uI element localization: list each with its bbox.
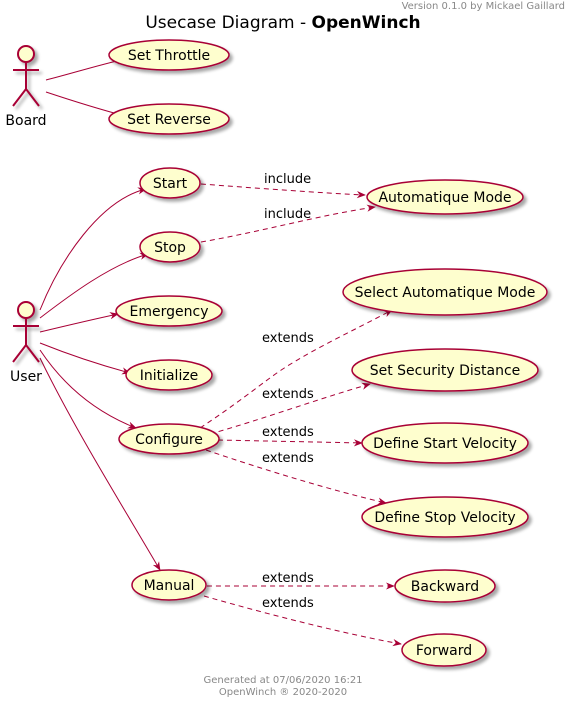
actor-user-label: User [10, 369, 42, 385]
usecase-start [139, 167, 201, 199]
footer-generated: Generated at 07/06/2020 16:21 [203, 675, 362, 686]
link-stop-automatique-mode [200, 204, 376, 243]
link-user-configure [39, 349, 137, 429]
usecase-emergency [115, 295, 223, 327]
usecase-select-automatique-mode-label: Select Automatique Mode [355, 285, 536, 301]
usecase-initialize-label: Initialize [140, 368, 199, 384]
label-include-stop: include [264, 207, 311, 222]
usecase-backward-label: Backward [411, 579, 479, 595]
title-prefix: Usecase Diagram - [145, 13, 311, 33]
usecase-manual-label: Manual [144, 578, 195, 594]
link-board-set-throttle [45, 57, 126, 81]
actor-user [12, 301, 40, 363]
link-user-stop [39, 252, 149, 319]
usecase-set-reverse-label: Set Reverse [127, 112, 211, 128]
footer-copyright: OpenWinch ® 2020-2020 [219, 687, 347, 698]
link-user-start [39, 187, 147, 311]
usecase-emergency-label: Emergency [130, 304, 209, 320]
usecase-set-throttle [108, 39, 230, 71]
diagram-title: Usecase Diagram - OpenWinch [145, 13, 420, 33]
usecase-backward [394, 569, 496, 603]
usecase-define-stop-velocity-label: Define Stop Velocity [374, 510, 515, 526]
usecase-stop [139, 231, 201, 263]
link-user-emergency [39, 312, 119, 333]
usecase-configure [118, 423, 220, 455]
label-include-start: include [264, 172, 311, 187]
usecase-automatique-mode [366, 179, 524, 215]
usecase-define-stop-velocity [361, 496, 529, 538]
usecase-select-automatique-mode [342, 268, 548, 316]
version-label: Version 0.1.0 by Mickael Gaillard [402, 1, 565, 12]
usecase-manual [131, 569, 207, 601]
usecase-define-start-velocity [361, 422, 529, 464]
usecase-configure-label: Configure [135, 432, 203, 448]
link-manual-forward [203, 595, 402, 647]
title-name: OpenWinch [312, 13, 421, 33]
label-extends-forward: extends [262, 596, 314, 611]
link-configure-define-stop-velocity [205, 449, 387, 505]
usecase-set-security-distance-label: Set Security Distance [370, 363, 521, 379]
usecase-forward [401, 633, 487, 667]
usecase-stop-label: Stop [154, 240, 186, 256]
link-configure-select-automatique-mode [199, 309, 393, 429]
label-extends-security: extends [262, 387, 314, 402]
usecase-set-throttle-label: Set Throttle [128, 48, 210, 64]
usecase-set-security-distance [351, 348, 539, 392]
label-extends-backward: extends [262, 571, 314, 586]
label-extends-start-velocity: extends [262, 425, 314, 440]
actor-board-label: Board [5, 113, 46, 129]
link-user-initialize [39, 342, 131, 375]
usecase-forward-label: Forward [416, 643, 472, 659]
usecase-start-label: Start [153, 176, 188, 192]
link-start-automatique-mode [200, 183, 366, 199]
usecase-define-start-velocity-label: Define Start Velocity [373, 436, 517, 452]
label-extends-select: extends [262, 331, 314, 346]
link-configure-set-security-distance [209, 382, 371, 435]
usecase-initialize [125, 359, 213, 391]
label-extends-stop-velocity: extends [262, 451, 314, 466]
actor-board [12, 45, 40, 107]
usecase-set-reverse [108, 103, 230, 135]
link-user-manual [39, 357, 161, 571]
link-board-set-reverse [45, 91, 126, 118]
link-configure-define-start-velocity [217, 439, 363, 447]
usecase-automatique-mode-label: Automatique Mode [378, 190, 511, 206]
